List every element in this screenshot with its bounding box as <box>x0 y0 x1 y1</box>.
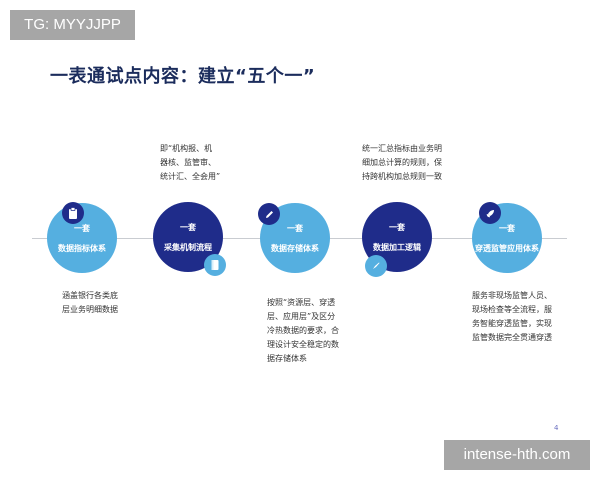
node-label-main: 数据指标体系 <box>58 243 106 253</box>
node-label-main: 穿透监管应用体系 <box>475 243 539 253</box>
node-description: 统一汇总指标由业务明 细加总计算的规则，保 持跨机构加总规则一致 <box>362 144 442 181</box>
clipboard-icon <box>62 202 84 224</box>
node-description: 服务非现场监管人员、 现场检查等全流程，服 务智能穿透监管，实现 监管数据完全贯… <box>472 291 552 342</box>
rocket-icon <box>479 202 501 224</box>
node-label-top: 一套 <box>74 223 90 233</box>
node-penetrating-supervision-system: 一套 穿透监管应用体系 <box>472 203 542 273</box>
book-icon <box>204 254 226 276</box>
node-label-main: 数据加工逻辑 <box>373 242 421 252</box>
watermark-top: TG: MYYJJPP <box>10 10 135 40</box>
brush-icon <box>365 255 387 277</box>
node-label-top: 一套 <box>499 223 515 233</box>
node-description: 涵盖银行各类底 层业务明细数据 <box>62 291 118 314</box>
node-label-main: 数据存储体系 <box>271 243 319 253</box>
node-description: 即“机构报、机 器核、监管审、 统计汇、全会用” <box>160 144 221 181</box>
watermark-bottom: intense-hth.com <box>444 440 590 470</box>
node-label-top: 一套 <box>287 223 303 233</box>
node-description: 按照“资源层、穿透 层、应用层”及区分 冷热数据的要求，合 理设计安全稳定的数 … <box>267 298 339 363</box>
node-label-top: 一套 <box>389 222 405 232</box>
page-number: 4 <box>554 424 559 432</box>
page-title: 一表通试点内容：建立“五个一” <box>50 66 316 87</box>
node-label-top: 一套 <box>180 222 196 232</box>
node-label-main: 采集机制流程 <box>164 242 212 252</box>
pencil-icon <box>258 203 280 225</box>
